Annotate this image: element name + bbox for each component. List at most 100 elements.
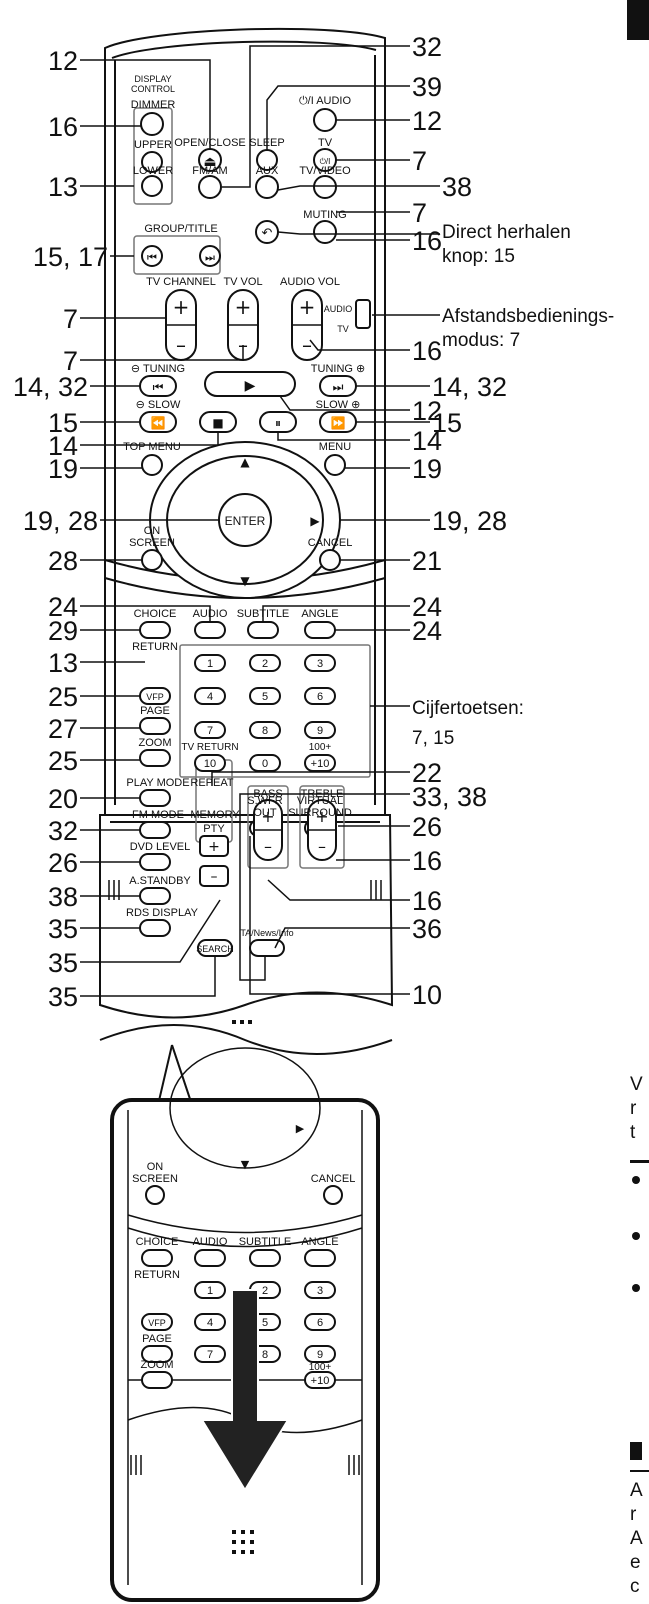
inset-key-9[interactable]: [304, 1345, 336, 1363]
menu-button[interactable]: [324, 454, 346, 476]
callout-l6: 7: [63, 346, 78, 376]
audio-power-button[interactable]: [313, 108, 337, 132]
label-key-4: 4: [207, 691, 213, 703]
key-7[interactable]: [194, 721, 226, 739]
key-6[interactable]: [304, 687, 336, 705]
callout-l7: 14, 32: [13, 372, 88, 402]
key-9[interactable]: [304, 721, 336, 739]
inset-zoom-button[interactable]: [141, 1371, 173, 1389]
inset-label-cancel: CANCEL: [311, 1173, 356, 1185]
callout-l9: 14: [48, 431, 78, 461]
key-8[interactable]: [249, 721, 281, 739]
key-3[interactable]: [304, 654, 336, 672]
label-screen: SCREEN: [129, 537, 175, 549]
top-menu-button[interactable]: [141, 454, 163, 476]
key-1[interactable]: [194, 654, 226, 672]
inset-audio-button[interactable]: [194, 1249, 226, 1267]
on-screen-button[interactable]: [141, 549, 163, 571]
key-10[interactable]: [194, 754, 226, 772]
inset-on-screen-button[interactable]: [145, 1185, 165, 1205]
stop-icon: ■: [212, 416, 223, 430]
label-rds-display: RDS DISPLAY: [126, 907, 199, 919]
skip-back-icon: ⏮: [153, 380, 164, 394]
plus-icon: +: [235, 295, 252, 319]
inset-label-on: ON: [147, 1161, 164, 1173]
inset-key-3[interactable]: [304, 1281, 336, 1299]
a-standby-button[interactable]: [139, 887, 171, 905]
inset-key-4[interactable]: [194, 1313, 226, 1331]
pty-minus-button[interactable]: [199, 865, 229, 887]
edge-underline: [630, 1160, 649, 1163]
label-out: OUT: [253, 807, 277, 819]
label-on: ON: [144, 525, 161, 537]
lower-button[interactable]: [141, 175, 163, 197]
inset-key-1[interactable]: [194, 1281, 226, 1299]
dimmer-button[interactable]: [140, 112, 164, 136]
aux-button[interactable]: [255, 175, 279, 199]
label-muting: MUTING: [303, 209, 346, 221]
cancel-button[interactable]: [319, 549, 341, 571]
callout-l12: 28: [48, 546, 78, 576]
callout-l13: 24: [48, 592, 78, 622]
pty-plus-button[interactable]: [199, 835, 229, 857]
play-icon: ▶: [245, 378, 256, 394]
zoom-inset: ▼ ▶ ON SCREEN CANCEL CHOICE AUDIO SUBTIT…: [110, 1044, 380, 1602]
inset-vfp-button[interactable]: [141, 1313, 173, 1331]
inset-label-zoom: ZOOM: [141, 1359, 174, 1371]
play-mode-button[interactable]: [139, 789, 171, 807]
slide-down-arrow-icon: [200, 1289, 290, 1492]
inset-subtitle-button[interactable]: [249, 1249, 281, 1267]
group-next-button[interactable]: [199, 245, 221, 267]
minus-icon: –: [211, 869, 218, 885]
callout-r8: 16: [412, 336, 442, 366]
label-audio-power: ⏻/I AUDIO: [299, 95, 352, 107]
angle-button[interactable]: [304, 621, 336, 639]
key-2[interactable]: [249, 654, 281, 672]
subtitle-button[interactable]: [247, 621, 279, 639]
inset-label-vfp: VFP: [148, 1318, 166, 1328]
label-tv-return: TV RETURN: [181, 742, 238, 753]
label-fm-am: FM/AM: [192, 165, 227, 177]
edge-text-r2: r: [630, 1504, 637, 1525]
muting-button[interactable]: [313, 220, 337, 244]
ta-news-button[interactable]: [249, 939, 285, 957]
callout-r14: 19, 28: [432, 506, 507, 536]
inset-key-plus10[interactable]: [304, 1371, 336, 1389]
rds-display-button[interactable]: [139, 919, 171, 937]
right-arrow-icon: ▶: [310, 514, 320, 528]
label-tv: TV: [318, 137, 333, 149]
label-slow-plus: SLOW ⊕: [316, 399, 361, 411]
page-button[interactable]: [139, 717, 171, 735]
upper-button[interactable]: [141, 151, 163, 173]
dvd-level-button[interactable]: [139, 853, 171, 871]
prev-icon: ⏮: [147, 251, 157, 264]
edge-text-a2: A: [630, 1528, 643, 1549]
up-arrow-icon: ▲: [240, 455, 250, 469]
tv-video-button[interactable]: [313, 175, 337, 199]
inset-label-return: RETURN: [134, 1269, 180, 1281]
fm-am-button[interactable]: [198, 175, 222, 199]
edge-bullet: [632, 1232, 640, 1240]
group-prev-button[interactable]: [141, 245, 163, 267]
next-icon: ⏭: [205, 251, 215, 264]
key-0[interactable]: [249, 754, 281, 772]
inset-angle-button[interactable]: [304, 1249, 336, 1267]
edge-heading-mark: [630, 1442, 642, 1460]
rewind-icon: ⏪: [151, 416, 166, 430]
mode-switch[interactable]: [355, 299, 371, 329]
key-4[interactable]: [194, 687, 226, 705]
minus-icon: –: [264, 837, 272, 856]
choice-button[interactable]: [139, 621, 171, 639]
inset-page-button[interactable]: [141, 1345, 173, 1363]
audio-button[interactable]: [194, 621, 226, 639]
play-button[interactable]: [204, 371, 296, 397]
inset-key-6[interactable]: [304, 1313, 336, 1331]
inset-cancel-button[interactable]: [323, 1185, 343, 1205]
key-plus10[interactable]: [304, 754, 336, 772]
zoom-button[interactable]: [139, 749, 171, 767]
inset-key-7[interactable]: [194, 1345, 226, 1363]
fm-mode-button[interactable]: [139, 821, 171, 839]
key-5[interactable]: [249, 687, 281, 705]
inset-choice-button[interactable]: [141, 1249, 173, 1267]
inset-label-key-5: 5: [262, 1317, 268, 1329]
